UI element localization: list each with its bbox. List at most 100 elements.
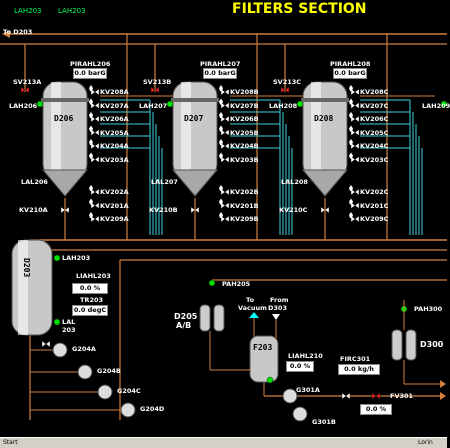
valve-icon[interactable] xyxy=(90,202,100,209)
hand-icon xyxy=(349,85,353,91)
valve-label[interactable]: KV209B xyxy=(230,215,259,223)
valve-label[interactable]: KV204C xyxy=(360,142,389,150)
valve-label[interactable]: KV201A xyxy=(100,201,129,210)
taskbar-item[interactable]: Lorin xyxy=(418,439,433,446)
valve-icon[interactable] xyxy=(41,340,51,348)
valve-icon[interactable] xyxy=(220,156,230,163)
valve-label[interactable]: KV208B xyxy=(230,88,259,96)
pump-icon xyxy=(292,406,308,422)
valve-icon[interactable] xyxy=(90,129,100,136)
valve-label[interactable]: KV208C xyxy=(360,88,389,96)
valve-icon[interactable] xyxy=(350,156,360,163)
valve-icon[interactable] xyxy=(90,115,100,123)
kv-bottom-label[interactable]: KV210B xyxy=(149,206,178,214)
control-valve-icon[interactable] xyxy=(371,392,381,400)
valve-icon[interactable] xyxy=(350,115,360,123)
hand-icon xyxy=(89,139,93,145)
g301b-label[interactable]: G301B xyxy=(312,418,336,426)
valve-icon[interactable] xyxy=(350,188,360,196)
kv-bottom-label[interactable]: KV210A xyxy=(19,206,48,214)
valve-label[interactable]: KV202A xyxy=(100,188,129,196)
fv-pct-readout[interactable]: 0.0 % xyxy=(360,404,392,415)
lah203-led xyxy=(53,254,61,262)
valve-label[interactable]: KV203C xyxy=(360,155,389,164)
pump-icon xyxy=(97,384,113,400)
valve-icon[interactable] xyxy=(220,129,230,136)
valve-icon[interactable] xyxy=(350,142,360,150)
g301a-label[interactable]: G301A xyxy=(296,386,320,394)
valve-icon[interactable] xyxy=(350,202,360,209)
valve-label[interactable]: KV206C xyxy=(360,115,389,123)
header-tag-2: LAH203 xyxy=(58,7,86,15)
valve-label[interactable]: KV204A xyxy=(100,142,129,150)
valve-icon[interactable] xyxy=(90,102,100,109)
start-button[interactable]: Start xyxy=(3,439,18,446)
hand-icon xyxy=(219,152,223,159)
kv-bottom-label[interactable]: KV210C xyxy=(279,206,308,214)
valve-icon[interactable] xyxy=(90,215,100,223)
valve-icon[interactable] xyxy=(341,392,351,400)
valve-label[interactable]: KV209A xyxy=(100,215,129,223)
valve-label[interactable]: KV207C xyxy=(360,101,389,110)
vessel-highlight xyxy=(181,82,191,178)
valve-label[interactable]: KV203A xyxy=(100,155,129,164)
valve-label[interactable]: KV206A xyxy=(100,115,129,123)
hand-icon xyxy=(89,112,93,118)
valve-label[interactable]: KV207B xyxy=(230,101,259,110)
f203-level-readout[interactable]: 0.0 % xyxy=(286,361,314,372)
valve-label[interactable]: KV205B xyxy=(230,128,259,137)
level-readout[interactable]: 0.0 % xyxy=(72,283,108,294)
lah209-led xyxy=(440,100,448,108)
pressure-readout[interactable]: 0.0 barG xyxy=(333,68,367,79)
f203-name: F203 xyxy=(253,343,273,352)
valve-label[interactable]: KV201C xyxy=(360,201,389,210)
valve-icon[interactable] xyxy=(350,102,360,109)
pressure-readout[interactable]: 0.0 barG xyxy=(203,68,237,79)
valve-label[interactable]: KV209C xyxy=(360,215,389,223)
safety-valve-icon[interactable] xyxy=(150,86,160,94)
page-title: FILTERS SECTION xyxy=(232,1,367,17)
valve-icon[interactable] xyxy=(220,188,230,196)
pump-label[interactable]: G204A xyxy=(72,345,96,353)
valve-icon[interactable] xyxy=(90,88,100,96)
valve-label[interactable]: KV205C xyxy=(360,128,389,137)
valve-icon[interactable] xyxy=(220,102,230,109)
valve-icon[interactable] xyxy=(220,142,230,150)
lah-label: LAH208 xyxy=(269,102,298,110)
valve-label[interactable]: KV206B xyxy=(230,115,259,123)
valve-icon[interactable] xyxy=(350,215,360,223)
hand-icon xyxy=(219,125,223,132)
valve-icon[interactable] xyxy=(350,129,360,136)
valve-icon[interactable] xyxy=(90,142,100,150)
valve-label[interactable]: KV202C xyxy=(360,188,389,196)
valve-icon[interactable] xyxy=(90,156,100,163)
pump-label[interactable]: G204D xyxy=(140,405,165,413)
valve-icon[interactable] xyxy=(220,115,230,123)
valve-icon[interactable] xyxy=(220,215,230,223)
flow-readout[interactable]: 0.0 kg/h xyxy=(338,364,380,375)
pressure-readout[interactable]: 0.0 barG xyxy=(73,68,107,79)
d300-label: D300 xyxy=(420,340,444,349)
valve-label[interactable]: KV208A xyxy=(100,88,129,96)
pump-label[interactable]: G204B xyxy=(97,367,121,375)
valve-label[interactable]: KV201B xyxy=(230,201,259,210)
safety-valve-icon[interactable] xyxy=(20,86,30,94)
valve-label[interactable]: KV203B xyxy=(230,155,259,164)
valve-label[interactable]: KV205A xyxy=(100,128,129,137)
hand-icon xyxy=(349,198,353,205)
taskbar: Start Lorin xyxy=(0,437,447,448)
safety-valve-icon[interactable] xyxy=(280,86,290,94)
valve-icon[interactable] xyxy=(220,88,230,96)
arrow-left-icon xyxy=(2,30,10,38)
hand-icon xyxy=(89,125,93,132)
valve-label[interactable]: KV207A xyxy=(100,101,129,110)
valve-label[interactable]: KV204B xyxy=(230,142,259,150)
arrow-right-icon xyxy=(440,380,446,388)
pump-label[interactable]: G204C xyxy=(117,387,141,395)
valve-label[interactable]: KV202B xyxy=(230,188,259,196)
valve-icon[interactable] xyxy=(220,202,230,209)
valve-icon[interactable] xyxy=(90,188,100,196)
valve-icon[interactable] xyxy=(350,88,360,96)
fv301-label[interactable]: FV301 xyxy=(390,392,414,400)
temp-readout[interactable]: 0.0 degC xyxy=(72,305,108,316)
